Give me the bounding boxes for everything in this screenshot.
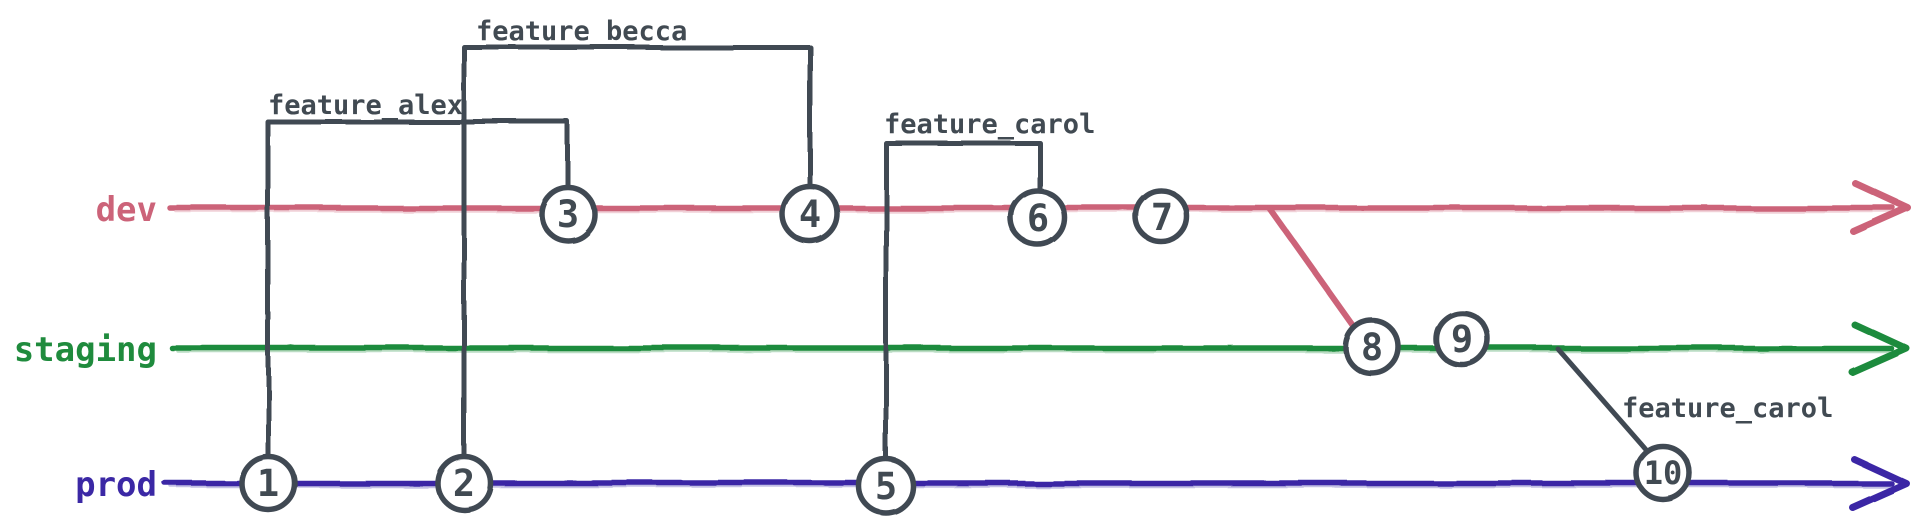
feature-branch-becca-path [461, 44, 813, 464]
commit-node-6 [1008, 188, 1068, 248]
feature-label-alex: feature_alex [268, 90, 463, 121]
commit-label-7: 7 [1151, 196, 1173, 239]
feature-label-becca: feature_becca [476, 16, 687, 47]
commit-label-6: 6 [1027, 197, 1049, 240]
branch-label-dev: dev [96, 190, 157, 230]
commit-label-8: 8 [1361, 326, 1383, 369]
commit-label-10: 10 [1644, 454, 1683, 492]
commit-node-8 [1342, 317, 1402, 377]
commit-node-1 [238, 453, 298, 513]
commit-label-5: 5 [875, 465, 897, 508]
commit-node-5 [856, 456, 916, 516]
commit-node-10 [1633, 443, 1693, 503]
branch-arrow-dev [1850, 180, 1912, 236]
branch-arrow-staging [1848, 320, 1910, 376]
commit-node-3 [538, 184, 598, 244]
branch-label-staging: staging [14, 330, 157, 370]
feature-branch-carol-release-path [1555, 346, 1651, 455]
merge-dev-to-staging-path [1267, 206, 1362, 337]
feature-branch-alex-path [265, 119, 571, 464]
commit-label-9: 9 [1451, 318, 1473, 361]
branch-arrow-prod [1848, 455, 1910, 511]
commit-node-2 [434, 453, 494, 513]
feature-label-carol: feature_carol [884, 109, 1095, 140]
branch-label-prod: prod [75, 465, 157, 505]
feature-label-carol-release: feature_carol [1622, 393, 1833, 424]
commit-label-3: 3 [557, 193, 579, 236]
commit-node-7 [1133, 188, 1191, 246]
commit-label-2: 2 [453, 462, 475, 505]
commit-node-9 [1433, 310, 1491, 368]
commit-node-4 [779, 183, 841, 245]
commit-label-1: 1 [257, 462, 279, 505]
commit-label-4: 4 [799, 193, 821, 236]
feature-branch-carol-path [883, 140, 1043, 465]
